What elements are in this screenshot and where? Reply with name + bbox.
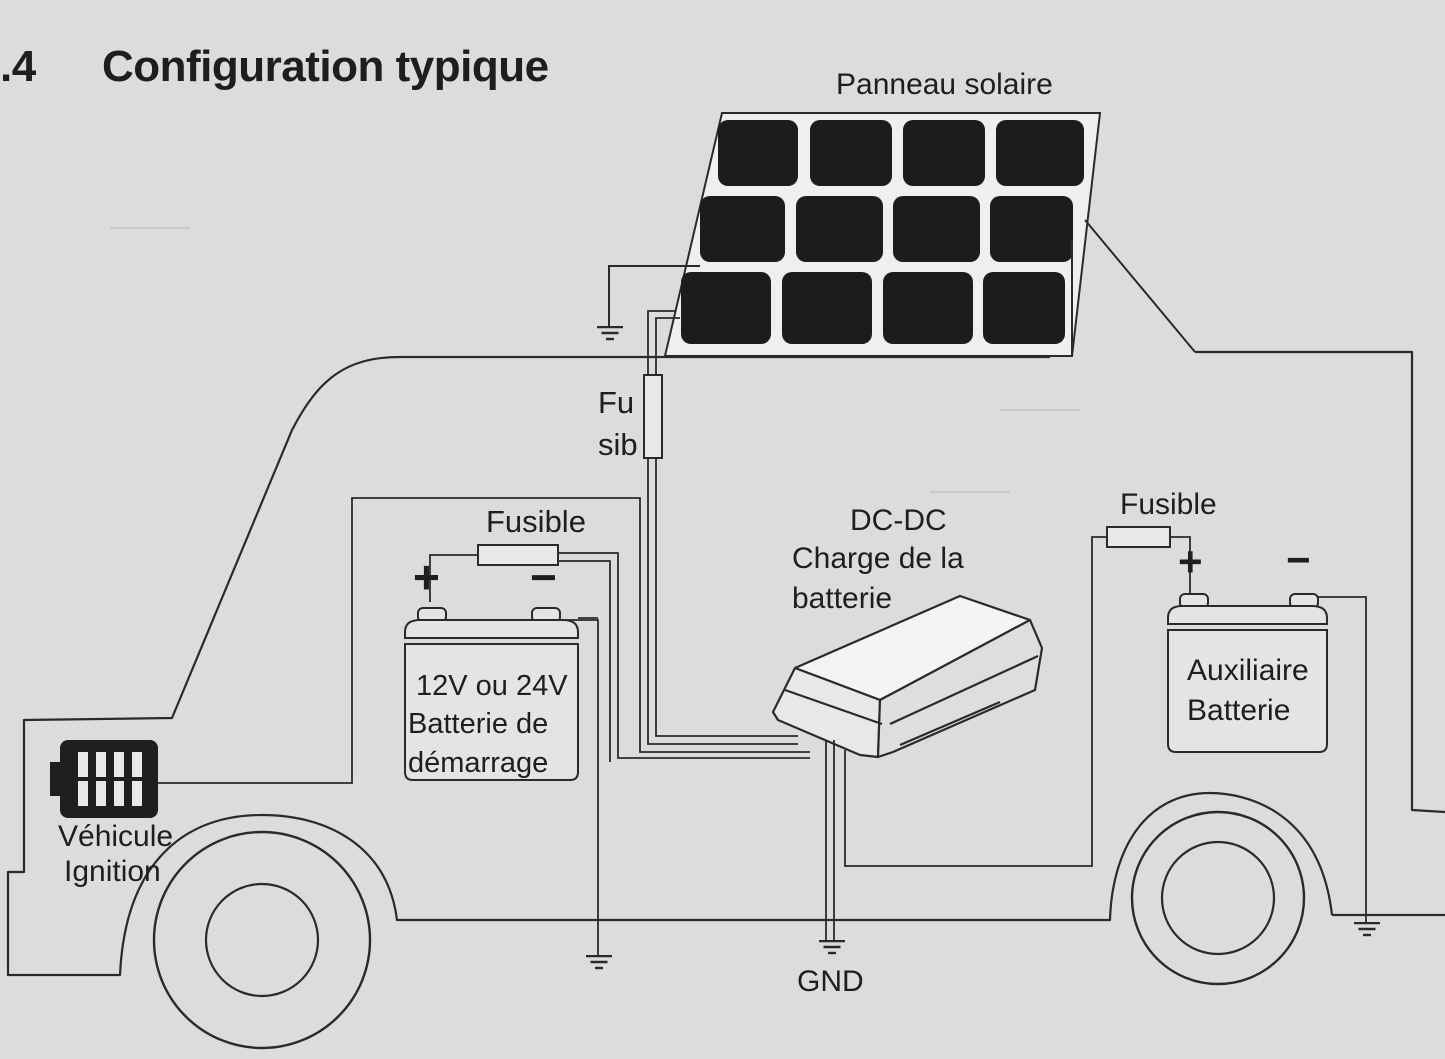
dcdc-charger [771,594,1044,759]
start-battery-label-line2: Batterie de [408,708,549,740]
fuse-left [477,544,559,566]
aux-battery-plus: + [1178,538,1203,585]
start-battery-minus: − [530,551,557,603]
solar-panel-label: Panneau solaire [836,68,1053,101]
start-battery-label-line3: démarrage [408,747,549,779]
start-battery [404,607,579,781]
fuse-left-label: Fusible [486,504,586,539]
section-title: Configuration typique [102,42,549,91]
aux-battery-minus: − [1286,536,1311,583]
solar-ground-wire [608,265,700,326]
bleed-through-text [1020,325,1028,359]
aux-ground-symbol [1353,922,1381,937]
fuse-top [643,374,663,459]
solar-positive-wire [647,310,798,745]
start-battery-label-line1: 12V ou 24V [416,670,568,702]
fuse-right [1106,526,1171,548]
section-number: .4 [0,42,36,91]
fuse-top-label-line1: Fu [598,385,635,420]
fuse-top-label-line2: sib [598,427,638,462]
aux-battery-label-line2: Batterie [1187,694,1291,727]
dcdc-label-line3: batterie [792,582,893,615]
fuse-right-label: Fusible [1120,488,1217,521]
solar-panel [663,112,1196,357]
aux-battery-label-line1: Auxiliaire [1187,654,1309,687]
dcdc-ground-symbol [818,940,846,955]
dcdc-label-line2: Charge de la [792,542,964,575]
solar-panel-cells [681,120,1084,344]
aux-ground-wire [1318,596,1367,922]
vehicle-label-line2: Ignition [64,855,161,888]
background-bleed [110,227,1080,493]
solar-ground-symbol [596,326,624,341]
alternator-icon [50,740,158,818]
dcdc-label-line1: DC-DC [850,504,947,537]
ignition-wire [158,497,810,784]
start-battery-plus: + [413,551,440,603]
aux-battery [1167,593,1328,753]
start-battery-wires [429,552,810,955]
vehicle-outline [6,350,1445,977]
gnd-label: GND [797,965,864,998]
dcdc-output-wires [825,536,1191,940]
front-wheel [152,830,372,1050]
start-battery-ground-symbol [585,955,613,970]
rear-wheel [1130,810,1306,986]
vehicle-label-line1: Véhicule [58,820,174,853]
